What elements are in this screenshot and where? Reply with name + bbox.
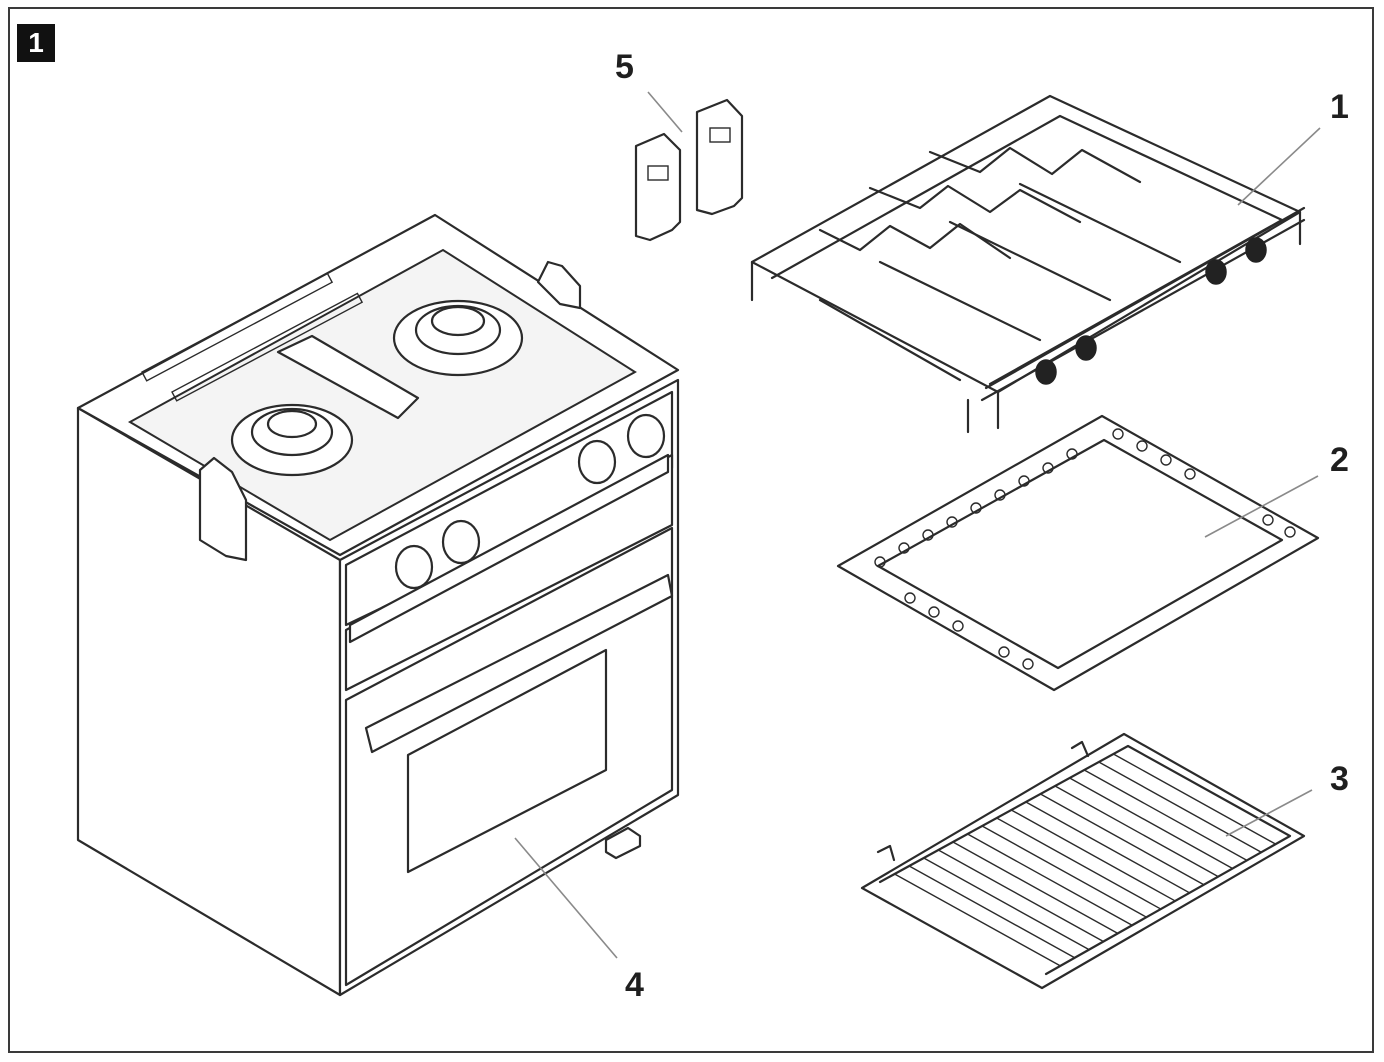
grid-bar — [938, 849, 1104, 943]
drip-tray — [836, 414, 1320, 692]
figure-number-badge: 1 — [17, 24, 55, 62]
grid-bar — [1010, 809, 1176, 902]
front-burner — [230, 403, 354, 477]
grid-bar — [1040, 793, 1205, 886]
right-mounting-tab — [536, 260, 582, 310]
stove-oven-unit — [76, 213, 680, 997]
grid-bar — [996, 817, 1162, 910]
leader-lines — [514, 91, 1321, 959]
callout-1: 1 — [1330, 88, 1349, 126]
rear-burner — [392, 299, 524, 377]
hob-center-plate — [276, 334, 420, 420]
grill-handle — [348, 453, 670, 644]
leader-1 — [1237, 127, 1321, 206]
grid-bar — [967, 833, 1133, 926]
figure-frame — [8, 7, 1374, 1053]
control-knobs — [394, 413, 666, 590]
leader-2 — [1204, 475, 1319, 538]
grid-bar — [1054, 785, 1219, 878]
grid-bar — [981, 825, 1147, 918]
oven-window — [406, 648, 608, 874]
vent-slots — [141, 272, 364, 402]
grid-bar — [894, 873, 1061, 967]
bracket-left — [634, 132, 682, 242]
door-latch — [604, 826, 642, 860]
oven-door-handle — [364, 573, 674, 754]
grid-bar — [1098, 761, 1262, 853]
grid-bar — [908, 865, 1076, 959]
grid-bar — [1025, 801, 1190, 894]
leader-4 — [514, 837, 618, 959]
oven-grid-shelf — [860, 732, 1306, 990]
callout-2: 2 — [1330, 441, 1349, 479]
grid-bar — [1113, 753, 1276, 845]
grid-bar — [1083, 769, 1248, 861]
callout-4: 4 — [625, 966, 644, 1004]
bracket-right — [695, 98, 744, 216]
callout-3: 3 — [1330, 760, 1349, 798]
left-mounting-tab — [198, 456, 248, 562]
grid-bar — [923, 857, 1090, 951]
grid-bar — [952, 841, 1119, 935]
mounting-brackets — [634, 98, 744, 242]
leader-5 — [647, 91, 683, 133]
callout-5: 5 — [615, 48, 634, 86]
grid-bar — [1069, 777, 1233, 870]
pot-holder-rail — [750, 94, 1306, 434]
leader-3 — [1225, 789, 1313, 837]
